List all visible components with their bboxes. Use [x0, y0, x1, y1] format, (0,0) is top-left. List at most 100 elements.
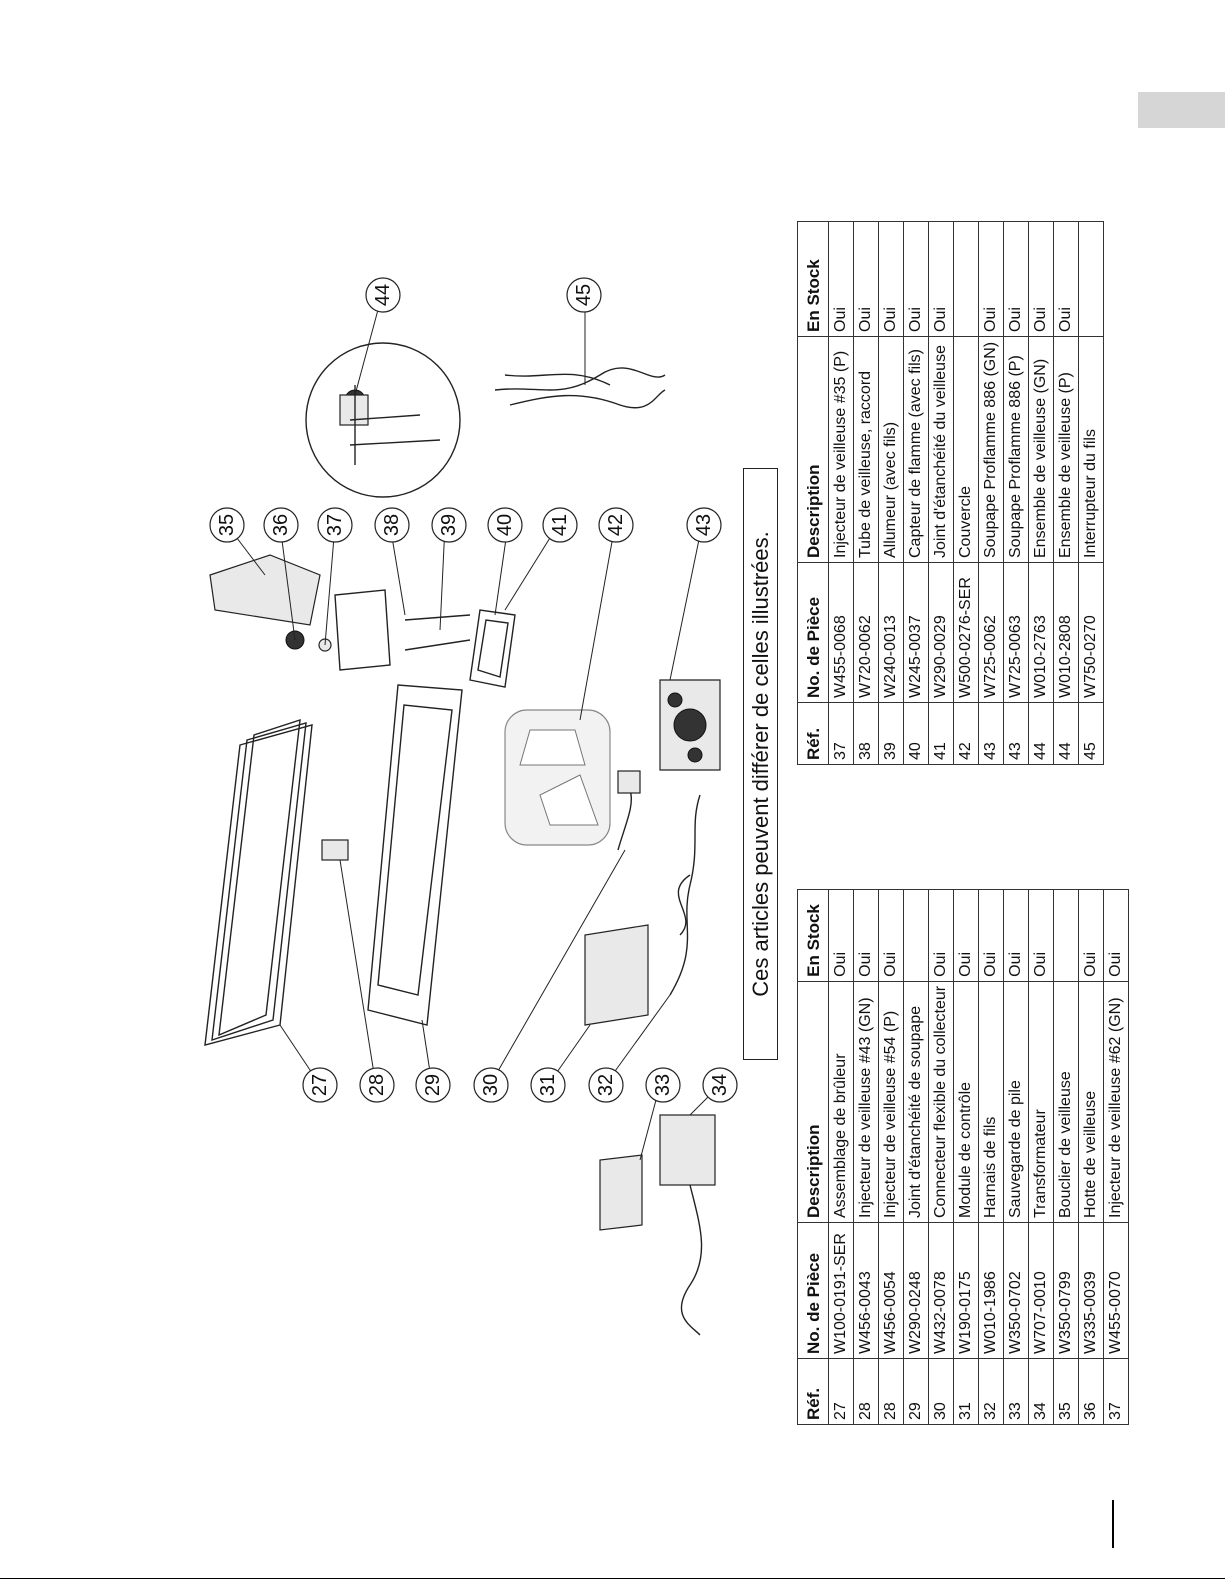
svg-text:44: 44	[372, 284, 394, 306]
wire-switch-drawing	[494, 295, 666, 409]
cell-ref: 32	[978, 1358, 1004, 1425]
cell-description: Hotte de veilleuse	[1078, 981, 1104, 1223]
cell-in-stock	[953, 221, 979, 337]
callout-45: 45	[566, 277, 602, 313]
cell-ref: 30	[928, 1358, 954, 1425]
cell-in-stock: Oui	[853, 889, 879, 982]
cell-description: Injecteur de veilleuse #43 (GN)	[853, 981, 879, 1223]
disclaimer-note: Ces articles peuvent différer de celles …	[743, 468, 778, 1060]
cell-part-no: W456-0043	[853, 1222, 879, 1359]
svg-text:33: 33	[652, 1074, 674, 1096]
section-tab	[1138, 92, 1225, 128]
cell-description: Sauvegarde de pile	[1003, 981, 1029, 1223]
cell-part-no: W432-0078	[928, 1222, 954, 1359]
cell-ref: 29	[903, 1358, 929, 1425]
cell-description: Ensemble de veilleuse (GN)	[1028, 336, 1054, 563]
svg-text:36: 36	[270, 514, 292, 536]
wire-harness-drawing	[604, 794, 701, 1086]
svg-text:40: 40	[494, 514, 516, 536]
svg-text:27: 27	[309, 1074, 331, 1096]
svg-text:39: 39	[438, 514, 460, 536]
burner-assembly-drawing	[204, 718, 321, 1086]
cell-ref: 44	[1053, 702, 1079, 765]
callout-28: 28	[359, 1067, 395, 1103]
callout-32: 32	[588, 1067, 624, 1103]
cell-description: Injecteur de veilleuse #35 (P)	[828, 336, 854, 563]
cell-description: Harnais de fils	[978, 981, 1004, 1223]
cell-part-no: W240-0013	[878, 562, 904, 703]
cell-in-stock: Oui	[978, 889, 1004, 982]
pilot-assembly-detail	[305, 294, 461, 498]
callout-42: 42	[598, 507, 634, 543]
transformer-drawing	[659, 1084, 721, 1336]
callout-39: 39	[431, 507, 467, 543]
note-text: Ces articles peuvent différer de celles …	[747, 531, 773, 997]
col-header-ref: Réf.	[797, 1358, 829, 1425]
cell-ref: 45	[1078, 702, 1104, 765]
cell-ref: 43	[978, 702, 1004, 765]
col-header-in-stock: En Stock	[797, 889, 829, 982]
cell-ref: 36	[1078, 1358, 1104, 1425]
cell-part-no: W350-0702	[1003, 1222, 1029, 1359]
cell-part-no: W350-0799	[1053, 1222, 1079, 1359]
cell-description: Connecteur flexible du collecteur	[928, 981, 954, 1223]
callout-33: 33	[645, 1067, 681, 1103]
cell-description: Ensemble de veilleuse (P)	[1053, 336, 1079, 563]
callout-34: 34	[702, 1067, 738, 1103]
gas-valve-drawing	[659, 524, 721, 771]
svg-text:32: 32	[595, 1074, 617, 1096]
cell-ref: 42	[953, 702, 979, 765]
svg-text:28: 28	[366, 1074, 388, 1096]
cell-description: Soupape Proflamme 886 (P)	[1003, 336, 1029, 563]
cell-description: Bouclier de veilleuse	[1053, 981, 1079, 1223]
svg-text:38: 38	[381, 514, 403, 536]
cell-ref: 37	[828, 702, 854, 765]
cell-in-stock: Oui	[828, 889, 854, 982]
col-header-in-stock: En Stock	[797, 221, 829, 337]
callout-44: 44	[365, 277, 401, 313]
cell-description: Assemblage de brûleur	[828, 981, 854, 1223]
cell-description: Capteur de flamme (avec fils)	[903, 336, 929, 563]
cell-description: Couvercle	[953, 336, 979, 563]
callout-29: 29	[415, 1067, 451, 1103]
cell-in-stock: Oui	[953, 889, 979, 982]
table-header-row: Réf. No. de Pièce Description En Stock	[797, 889, 829, 1425]
svg-text:45: 45	[573, 284, 595, 306]
svg-text:30: 30	[480, 1074, 502, 1096]
parts-table-right: Réf. No. de Pièce Description En Stock 3…	[797, 221, 1104, 765]
svg-text:29: 29	[422, 1074, 444, 1096]
cell-ref: 44	[1028, 702, 1054, 765]
cell-part-no: W290-0248	[903, 1222, 929, 1359]
cell-description: Injecteur de veilleuse #54 (P)	[878, 981, 904, 1223]
bottom-rule	[0, 1578, 1225, 1579]
cell-description: Soupape Proflamme 886 (GN)	[978, 336, 1004, 563]
cell-in-stock: Oui	[853, 221, 879, 337]
col-header-ref: Réf.	[797, 702, 829, 765]
cell-description: Interrupteur du fils	[1078, 336, 1104, 563]
cell-description: Joint d'étanchéité de soupape	[903, 981, 929, 1223]
col-header-description: Description	[797, 336, 829, 563]
pilot-shield-drawing	[209, 524, 321, 626]
svg-text:41: 41	[549, 514, 571, 536]
callout-37: 37	[317, 507, 353, 543]
cell-in-stock: Oui	[1078, 889, 1104, 982]
cell-description: Joint d'étanchéité du veilleuse	[928, 336, 954, 563]
callout-43: 43	[686, 507, 722, 543]
